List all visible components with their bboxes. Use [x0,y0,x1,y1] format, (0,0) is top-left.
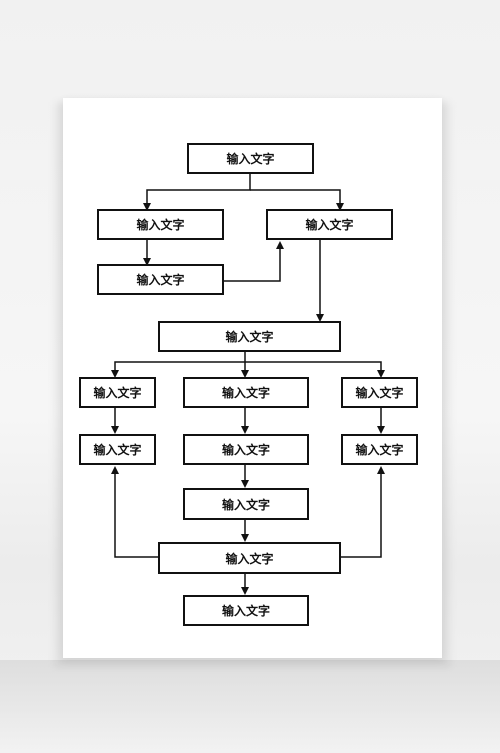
flow-node-12: 输入文字 [183,488,309,520]
flow-node-5: 输入文字 [158,321,341,352]
floor-reflection [0,660,500,753]
flow-node-7: 输入文字 [183,377,309,408]
flow-node-2: 输入文字 [97,209,224,240]
flow-node-6: 输入文字 [79,377,156,408]
flow-node-8: 输入文字 [341,377,418,408]
flow-node-9: 输入文字 [79,434,156,465]
flow-node-11: 输入文字 [341,434,418,465]
flow-node-1: 输入文字 [187,143,314,174]
flow-node-3: 输入文字 [266,209,393,240]
flow-node-14: 输入文字 [183,595,309,626]
flow-node-10: 输入文字 [183,434,309,465]
flow-node-13: 输入文字 [158,542,341,574]
flow-node-4: 输入文字 [97,264,224,295]
